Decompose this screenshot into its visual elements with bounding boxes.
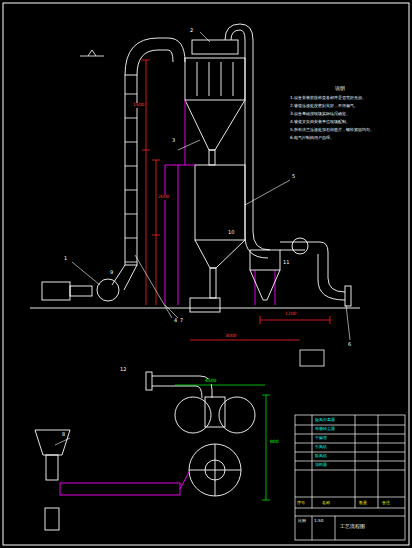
dimension-line xyxy=(142,60,330,340)
table-cell: 1:50 xyxy=(314,519,323,524)
dimension-text: 1500 xyxy=(133,103,144,108)
table-cell: 序号 xyxy=(297,501,305,506)
dimension-line xyxy=(175,385,270,500)
callout-number: 10 xyxy=(228,230,234,236)
dimension-text: 3000 xyxy=(225,334,236,339)
table-cell: 加料器 xyxy=(315,463,327,468)
symbol-box xyxy=(300,350,324,366)
note-text: 5.所有法兰连接处加石棉垫片，螺栓紧固均匀。 xyxy=(290,128,374,133)
callout-number: 7 xyxy=(180,318,183,324)
table-cell: 名称 xyxy=(322,501,330,506)
callout-number: 8 xyxy=(62,432,65,438)
outlet-pipe xyxy=(280,238,351,306)
pipe xyxy=(225,24,270,258)
ground-mark xyxy=(80,50,104,56)
dimension-text: 1200 xyxy=(285,312,296,317)
table-cell: 干燥塔 xyxy=(315,436,327,441)
note-text: 1.设备安装前应检查各部件是否完好无损。 xyxy=(290,96,366,101)
support-frame xyxy=(165,100,275,305)
callout-number: 6 xyxy=(348,342,351,348)
table-cell: 数量 xyxy=(359,501,367,506)
notes-heading: 说明 xyxy=(335,86,345,92)
note-text: 6.电气控制由用户自理。 xyxy=(290,136,334,141)
dimension-text: 4500 xyxy=(205,379,216,384)
note-text: 3.设备基础按现场实际情况确定。 xyxy=(290,112,350,117)
plan-view xyxy=(35,372,255,530)
table-cell: 旋风分离器 xyxy=(315,418,335,423)
duct xyxy=(112,38,185,290)
callout-number: 3 xyxy=(172,138,175,144)
title-block xyxy=(295,415,405,540)
callout-number: 9 xyxy=(110,270,113,276)
note-text: 2.管道连接处应密封良好，不得漏气。 xyxy=(290,104,358,109)
table-cell: 鼓风机 xyxy=(315,454,327,459)
callout-number: 5 xyxy=(292,174,295,180)
callout-number: 1 xyxy=(64,256,67,262)
dimension-text: 800 xyxy=(270,440,279,445)
cyclone xyxy=(250,250,280,300)
bag-filter xyxy=(185,40,245,165)
table-cell: 比例 xyxy=(298,519,306,524)
screw-feeder xyxy=(60,472,189,495)
callout-number: 12 xyxy=(120,367,126,373)
callout-number: 4 xyxy=(174,318,177,324)
table-cell: 备注 xyxy=(382,501,390,506)
drying-tower xyxy=(190,165,245,312)
note-text: 4.管道支架由安装单位现场配制。 xyxy=(290,120,350,125)
dimension-text: 2000 xyxy=(158,195,169,200)
table-cell: 布袋除尘器 xyxy=(315,427,335,432)
callout-number: 11 xyxy=(283,260,289,266)
blower xyxy=(30,279,360,308)
table-cell: 引风机 xyxy=(315,445,327,450)
leader-line xyxy=(55,32,350,445)
callout-number: 2 xyxy=(190,28,193,34)
table-cell: 工艺流程图 xyxy=(340,524,365,530)
